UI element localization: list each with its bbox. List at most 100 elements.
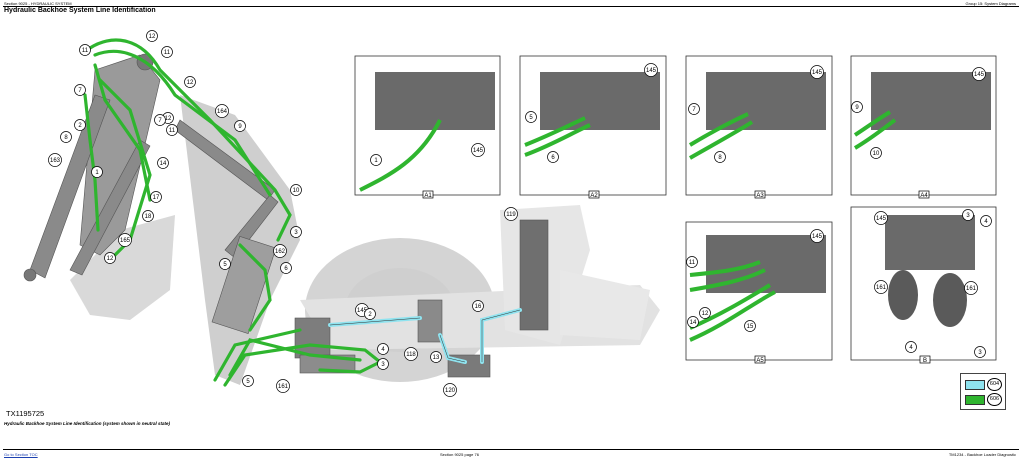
panel-a4-callout-9: 9 [851, 101, 863, 113]
callout-number: 145 [646, 68, 657, 74]
page-title: Hydraulic Backhoe System Line Identifica… [4, 7, 156, 14]
callout-number: 119 [506, 212, 516, 218]
panel-b-callout-4: 4 [980, 215, 992, 227]
callout-number: 5 [246, 379, 250, 385]
panel-label-a4: A4 [920, 193, 928, 199]
main-callout-12: 12 [184, 76, 196, 88]
main-callout-7: 7 [154, 114, 166, 126]
callout-number: 11 [689, 260, 696, 266]
header-group-label: Group 15: System Diagrams [965, 1, 1016, 6]
legend-code-604: 604 [987, 378, 1002, 391]
section-toc-link[interactable]: Go to Section TOC [4, 452, 38, 457]
callout-number: 4 [984, 219, 988, 225]
header-rule [3, 6, 1019, 7]
callout-number: 164 [217, 109, 228, 115]
callout-number: 15 [747, 324, 754, 330]
main-callout-10: 10 [290, 184, 302, 196]
main-callout-161: 161 [276, 379, 290, 393]
main-callout-3: 3 [290, 226, 302, 238]
callout-number: 8 [64, 135, 68, 141]
main-callout-11: 11 [166, 124, 178, 136]
panel-a5-callout-12: 12 [699, 307, 711, 319]
panel-label-a1: A1 [424, 193, 432, 199]
callout-layer: 1211111272816311271116491417181651210316… [48, 30, 992, 397]
legend-code-606: 606 [987, 393, 1002, 406]
callout-number: 7 [692, 107, 696, 113]
callout-number: 10 [293, 188, 300, 194]
callout-number: 9 [238, 124, 242, 130]
panel-a3-callout-145: 145 [810, 65, 824, 79]
legend-item-pressure: 606 [965, 393, 1003, 406]
main-callout-164: 164 [215, 104, 229, 118]
panel-b-callout-3: 3 [974, 346, 986, 358]
main-callout-119: 119 [504, 207, 518, 221]
panel-b-callout-161: 161 [964, 281, 978, 295]
main-callout-16: 16 [472, 300, 484, 312]
callout-number: 12 [187, 80, 194, 86]
callout-number: 145 [974, 72, 985, 78]
callout-number: 16 [475, 304, 482, 310]
main-callout-18: 18 [142, 210, 154, 222]
callout-number: 7 [78, 88, 82, 94]
callout-number: 6 [551, 155, 555, 161]
figure-caption: Hydraulic Backhoe System Line Identifica… [4, 421, 171, 426]
callout-number: 165 [120, 238, 131, 244]
main-callout-11: 11 [161, 46, 173, 58]
callout-number: 145 [876, 216, 887, 222]
main-callout-13: 13 [430, 351, 442, 363]
callout-number: 13 [433, 355, 440, 361]
panel-a3-callout-7: 7 [688, 103, 700, 115]
panel-b-callout-4: 4 [905, 341, 917, 353]
panel-label-b: B [923, 358, 927, 364]
callout-number: 11 [82, 48, 89, 54]
header-section-label: Section 9025 - HYDRAULIC SYSTEM [4, 1, 72, 6]
callout-number: 12 [165, 116, 172, 122]
main-callout-17: 17 [150, 191, 162, 203]
callout-number: 118 [406, 352, 416, 358]
panel-label-a5: A5 [756, 358, 764, 364]
panel-a2-callout-6: 6 [547, 151, 559, 163]
main-callout-1: 1 [91, 166, 103, 178]
callout-number: 14 [690, 320, 697, 326]
callout-number: 6 [284, 266, 288, 272]
main-callout-11: 11 [79, 44, 91, 56]
callout-number: 145 [473, 148, 484, 154]
panel-a4-callout-10: 10 [870, 147, 882, 159]
callout-number: 11 [169, 128, 176, 134]
callout-number: 145 [812, 234, 823, 240]
panel-a2-callout-145: 145 [644, 63, 658, 77]
callout-number: 162 [275, 249, 286, 255]
main-callout-2: 2 [364, 308, 376, 320]
page-number: Section 9025 page 76 [440, 452, 479, 457]
panel-a3-callout-8: 8 [714, 151, 726, 163]
main-callout-14: 14 [157, 157, 169, 169]
callout-number: 145 [357, 308, 368, 314]
callout-number: 3 [966, 213, 970, 219]
main-callout-2: 2 [74, 119, 86, 131]
panel-a5-callout-14: 14 [687, 316, 699, 328]
main-callout-3: 3 [377, 358, 389, 370]
panel-a5-callout-145: 145 [810, 229, 824, 243]
line-legend: 604 606 [960, 373, 1006, 410]
callout-number: 3 [294, 230, 298, 236]
main-callout-165: 165 [118, 233, 132, 247]
main-callout-163: 163 [48, 153, 62, 167]
main-callout-4: 4 [377, 343, 389, 355]
panel-a5-callout-11: 11 [686, 256, 698, 268]
callout-number: 161 [966, 286, 977, 292]
legend-swatch-604 [965, 380, 985, 390]
callout-number: 7 [158, 118, 162, 124]
panel-b-callout-3: 3 [962, 209, 974, 221]
callout-number: 4 [381, 347, 385, 353]
callout-number: 11 [164, 50, 171, 56]
callout-number: 145 [812, 70, 823, 76]
boom-components [23, 53, 549, 378]
main-callout-5: 5 [219, 258, 231, 270]
callout-number: 1 [374, 158, 378, 164]
callout-number: 161 [278, 384, 289, 390]
callout-number: 12 [702, 311, 709, 317]
callout-number: 5 [223, 262, 227, 268]
main-callout-7: 7 [74, 84, 86, 96]
callout-number: 12 [149, 34, 156, 40]
